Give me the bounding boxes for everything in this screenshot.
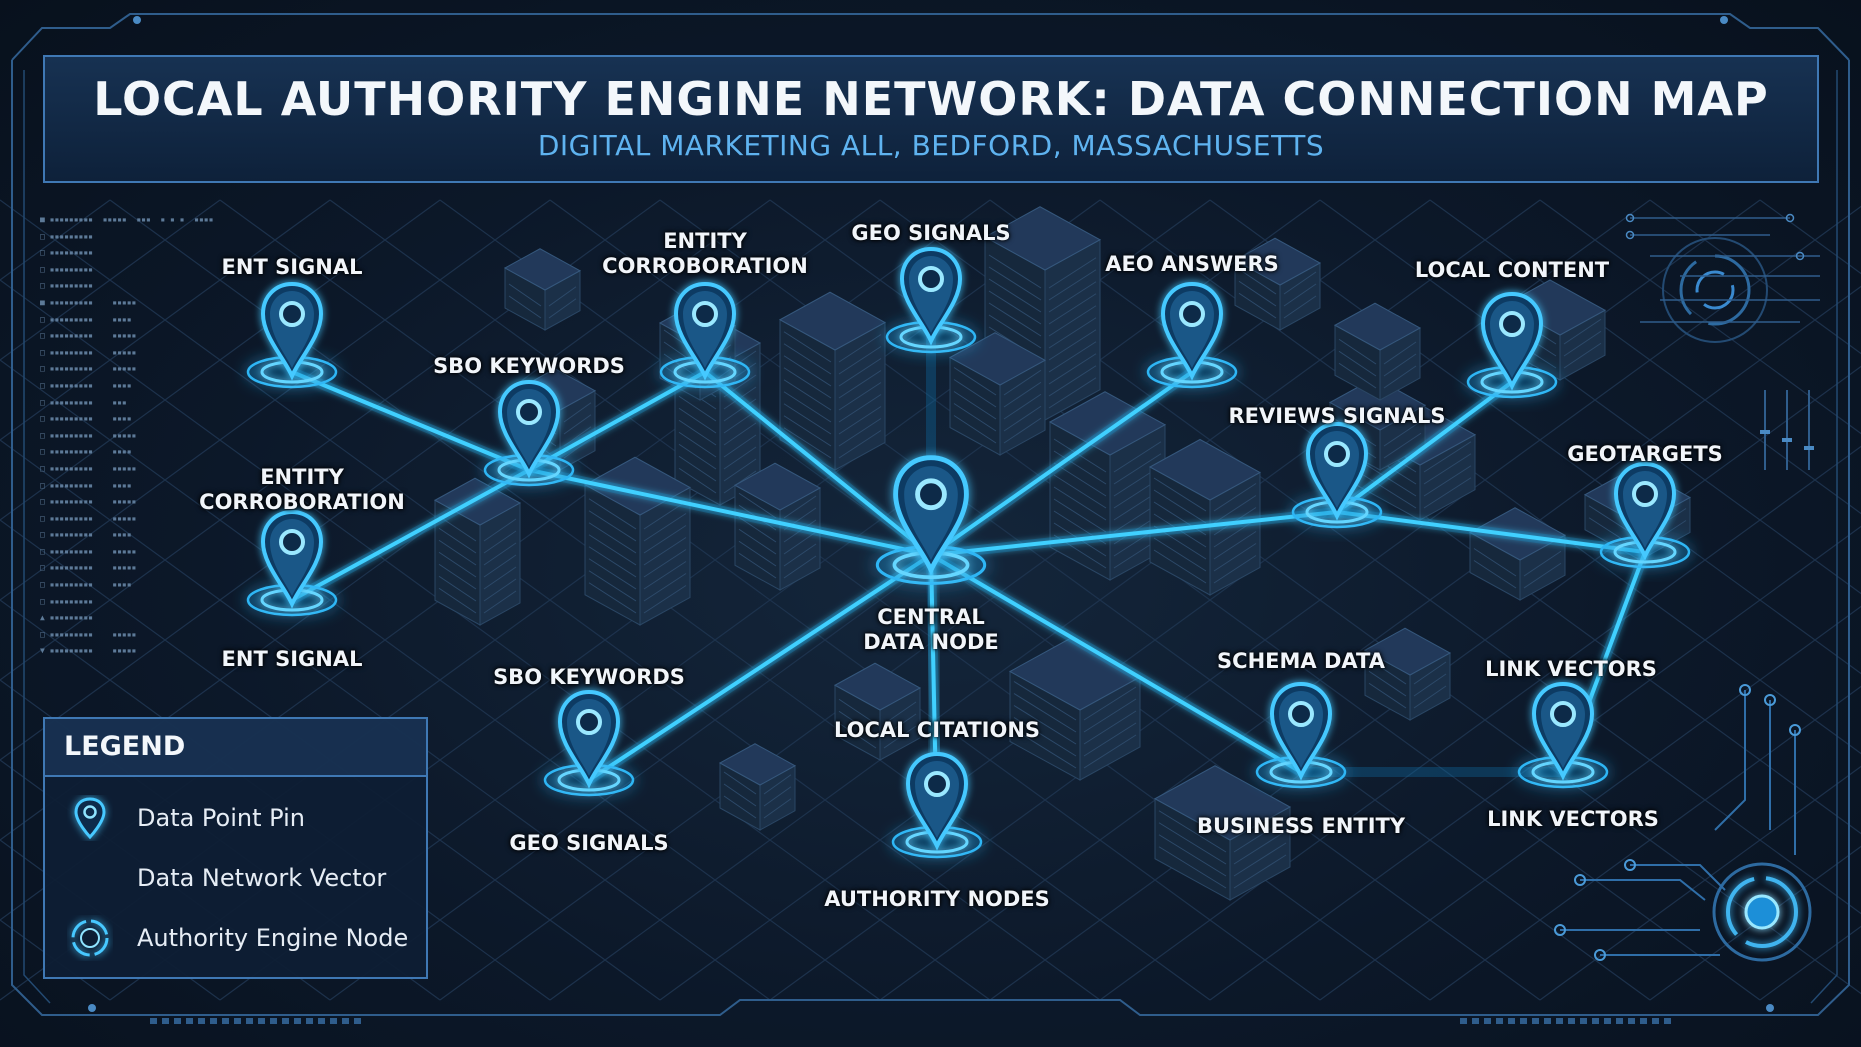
title-banner: LOCAL AUTHORITY ENGINE NETWORK: DATA CON… — [43, 55, 1819, 183]
pin-ent-signal-top[interactable] — [246, 281, 338, 389]
vector-line-icon — [67, 876, 113, 880]
city-building — [833, 662, 922, 761]
pin-label-entity-corroboration-left: ENTITY CORROBORATION — [199, 465, 405, 514]
city-building — [1468, 507, 1567, 601]
authority-engine-node-icon — [1712, 862, 1812, 962]
hud-frame — [11, 13, 1850, 1024]
network-vector — [528, 468, 932, 557]
pin-entity-corroboration-top[interactable] — [659, 281, 751, 389]
city-building — [1008, 637, 1142, 781]
legend-item-data-point-pin: Data Point Pin — [45, 793, 425, 843]
network-vector — [1335, 380, 1514, 514]
page-subtitle: DIGITAL MARKETING ALL, BEDFORD, MASSACHU… — [537, 129, 1325, 162]
city-building — [1153, 765, 1292, 901]
legend-label: Data Network Vector — [137, 864, 387, 892]
authority-node-icon — [71, 919, 109, 957]
network-vector — [291, 370, 530, 472]
pin-label-local-citations: LOCAL CITATIONS — [833, 718, 1041, 742]
pins-layer — [246, 246, 1691, 859]
radar-ring-icon — [1625, 213, 1820, 343]
pin-schema-data[interactable] — [1255, 681, 1347, 789]
pin-geotargets[interactable] — [1599, 461, 1691, 569]
pin-label-local-content: LOCAL CONTENT — [1414, 258, 1610, 282]
network-vectors — [289, 337, 1650, 843]
hud-decor — [1554, 213, 1820, 962]
city-building — [1363, 627, 1452, 721]
pin-label-geo-signals-top: GEO SIGNALS — [851, 221, 1011, 245]
pin-label-schema-data: SCHEMA DATA — [1217, 649, 1385, 673]
legend-panel: LEGEND Data Point Pin Data Network Vecto… — [43, 717, 428, 979]
legend-title: LEGEND — [45, 719, 426, 777]
pin-central-data-node[interactable] — [875, 455, 987, 585]
legend-item-data-network-vector: Data Network Vector — [45, 853, 425, 903]
city-building — [733, 462, 822, 591]
pin-label-geotargets: GEOTARGETS — [1567, 442, 1723, 466]
pin-sbo-keywords-top[interactable] — [483, 379, 575, 487]
city-building — [1233, 237, 1322, 331]
pin-label-business-entity: BUSINESS ENTITY — [1196, 814, 1406, 838]
map-pin-icon — [74, 797, 106, 840]
city-building — [1148, 438, 1262, 596]
pin-label-reviews-signals: REVIEWS SIGNALS — [1228, 404, 1446, 428]
network-vector — [1336, 510, 1646, 554]
network-vector — [929, 553, 1303, 774]
legend-label: Authority Engine Node — [137, 924, 409, 952]
pin-geo-signals-top[interactable] — [885, 246, 977, 354]
city-building — [718, 743, 797, 831]
pin-local-content[interactable] — [1466, 291, 1558, 399]
pin-label-link-vectors-bottom: LINK VECTORS — [1487, 807, 1659, 831]
city-building — [503, 248, 582, 331]
legend-item-authority-engine-node: Authority Engine Node — [45, 913, 425, 963]
network-vector — [291, 468, 530, 602]
pin-sbo-keywords-bottom[interactable] — [543, 689, 635, 797]
pin-label-sbo-keywords-bottom: SBO KEYWORDS — [493, 665, 685, 689]
pin-label-ent-signal-bottom: ENT SIGNAL — [221, 647, 363, 671]
pin-label-central-data-node: CENTRAL DATA NODE — [863, 605, 999, 654]
city-building — [433, 477, 522, 626]
network-vector — [528, 370, 706, 472]
legend-label: Data Point Pin — [137, 804, 305, 832]
city-building — [948, 332, 1047, 456]
network-vector — [929, 370, 1194, 557]
pin-label-geo-signals-bottom: GEO SIGNALS — [509, 831, 669, 855]
city-building — [1333, 302, 1422, 401]
pin-label-sbo-keywords-top: SBO KEYWORDS — [433, 354, 625, 378]
city-building — [583, 456, 692, 626]
network-vector — [703, 370, 933, 557]
pin-label-entity-corroboration-top: ENTITY CORROBORATION — [602, 229, 808, 278]
city-building — [1048, 391, 1167, 581]
pin-link-vectors-top[interactable] — [1517, 681, 1609, 789]
network-vector — [587, 553, 933, 782]
side-data-readout: ■ ▪▪▪▪▪▪▪▪▪ ▪▪▪▪▪ ▪▪▪ ▪ ▪ ▪ ▪▪▪▪ □ ▪▪▪▪▪… — [40, 215, 214, 656]
city-building — [778, 291, 887, 471]
pin-local-citations[interactable] — [891, 751, 983, 859]
pin-label-aeo-answers: AEO ANSWERS — [1105, 252, 1279, 276]
page-title: LOCAL AUTHORITY ENGINE NETWORK: DATA CON… — [93, 72, 1769, 126]
network-vector — [930, 510, 1338, 557]
pin-ent-signal-bottom[interactable] — [246, 509, 338, 617]
pin-aeo-answers[interactable] — [1146, 281, 1238, 389]
pin-label-authority-nodes: AUTHORITY NODES — [824, 887, 1050, 911]
pin-label-ent-signal-top: ENT SIGNAL — [221, 255, 363, 279]
pin-reviews-signals[interactable] — [1291, 421, 1383, 529]
pin-label-link-vectors-top: LINK VECTORS — [1485, 657, 1657, 681]
